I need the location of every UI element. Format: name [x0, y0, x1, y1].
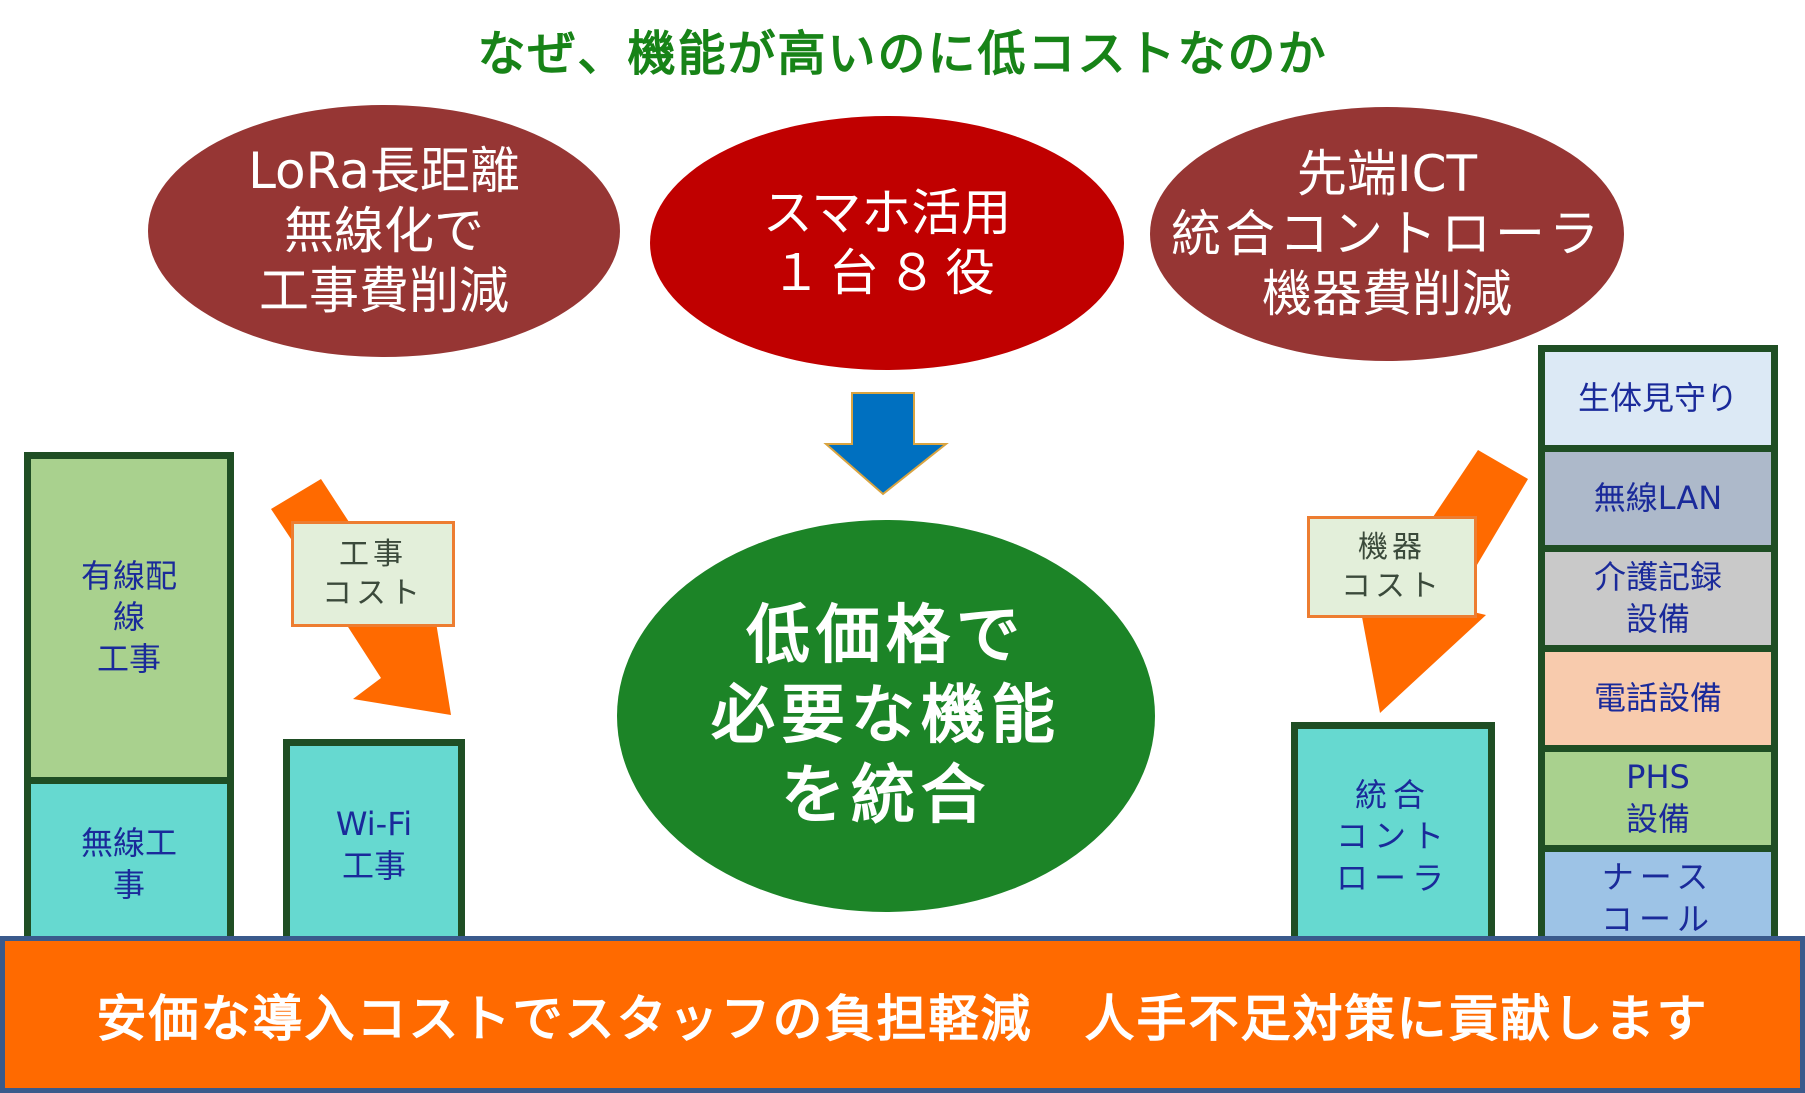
vital-monitoring-block: 生体見守り	[1545, 352, 1771, 445]
label-line: 工事	[339, 537, 407, 572]
controller-stack: 統合 コント ローラ	[1291, 722, 1495, 952]
equipment-cost-label: 機器 コスト	[1307, 516, 1477, 618]
footer-banner: 安価な導入コストでスタッフの負担軽減 人手不足対策に貢献します	[0, 936, 1805, 1093]
lora-wireless-ellipse: LoRa長距離 無線化で 工事費削減	[148, 105, 620, 357]
ellipse-line: 統合コントローラ	[1171, 205, 1603, 263]
label-line: 機器	[1358, 530, 1426, 565]
block-line: ローラ	[1335, 858, 1450, 897]
page-title: なぜ、機能が高いのに低コストなのか	[477, 26, 1328, 82]
label-line: コスト	[322, 576, 424, 611]
ellipse-line: 低価格で	[746, 599, 1026, 673]
ellipse-line: 無線化で	[284, 202, 484, 260]
ellipse-line: LoRa長距離	[248, 142, 520, 200]
label-line: コスト	[1341, 569, 1443, 604]
block-line: 線	[112, 598, 145, 637]
wired-cost-stack: 有線配 線 工事 無線工 事	[24, 452, 234, 952]
care-record-block: 介護記録 設備	[1545, 552, 1771, 645]
block-line: 事	[112, 865, 145, 904]
block-line: Wi-Fi	[335, 804, 413, 843]
ellipse-line: １台８役	[771, 244, 1003, 302]
block-line: 無線LAN	[1593, 478, 1723, 517]
ellipse-line: 必要な機能	[711, 679, 1061, 753]
wired-wiring-block: 有線配 線 工事	[31, 459, 227, 777]
equipment-stack: 生体見守り 無線LAN 介護記録 設備 電話設備 PHS 設備 ナース コール	[1538, 345, 1778, 952]
construction-cost-label: 工事 コスト	[291, 521, 455, 627]
block-line: 生体見守り	[1577, 378, 1738, 417]
block-line: ナース	[1601, 857, 1715, 896]
ellipse-line: を統合	[781, 759, 991, 833]
block-line: 無線工	[80, 823, 177, 862]
block-line: PHS	[1626, 757, 1690, 796]
down-arrow-icon	[823, 392, 949, 496]
block-line: 工事	[96, 639, 161, 678]
phs-block: PHS 設備	[1545, 752, 1771, 845]
block-line: 統合	[1354, 775, 1431, 814]
ellipse-line: スマホ活用	[762, 184, 1012, 242]
integrated-controller-block: 統合 コント ローラ	[1298, 729, 1488, 945]
block-line: 有線配	[80, 556, 177, 595]
block-line: 設備	[1625, 799, 1690, 838]
block-line: 設備	[1625, 599, 1690, 638]
block-line: 介護記録	[1593, 557, 1722, 596]
smartphone-ellipse: スマホ活用 １台８役	[650, 116, 1124, 370]
ellipse-line: 工事費削減	[259, 262, 509, 320]
wireless-lan-block: 無線LAN	[1545, 452, 1771, 545]
block-line: 電話設備	[1593, 678, 1722, 717]
wifi-construction-stack: Wi-Fi 工事	[283, 739, 465, 952]
block-line: コール	[1600, 899, 1715, 938]
wifi-construction-block: Wi-Fi 工事	[290, 746, 458, 945]
block-line: コント	[1335, 817, 1450, 856]
nurse-call-block: ナース コール	[1545, 852, 1771, 945]
ict-controller-ellipse: 先端ICT 統合コントローラ 機器費削減	[1150, 107, 1624, 361]
telephone-block: 電話設備	[1545, 652, 1771, 745]
block-line: 工事	[341, 846, 406, 885]
ellipse-line: 先端ICT	[1296, 145, 1478, 203]
ellipse-line: 機器費削減	[1262, 265, 1512, 323]
wireless-construction-block: 無線工 事	[31, 784, 227, 945]
integration-ellipse: 低価格で 必要な機能 を統合	[617, 520, 1155, 912]
